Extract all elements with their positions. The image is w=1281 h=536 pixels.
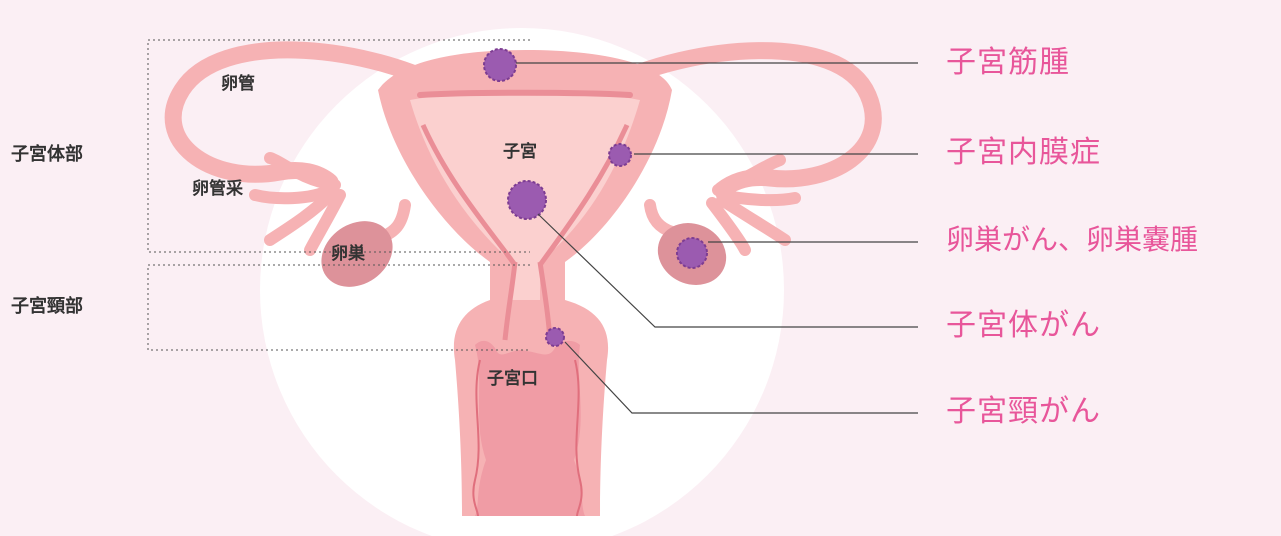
cervix-region-label: 子宮頸部 [11, 298, 83, 316]
endometrial-cancer-label: 子宮体がん [946, 311, 1101, 341]
uterine-body-region-label: 子宮体部 [11, 146, 83, 164]
endometrium-line [420, 93, 630, 95]
ovarian-lesion [677, 238, 707, 268]
ovarian-label: 卵巣がん、卵巣嚢腫 [946, 226, 1198, 254]
endometriosis-label: 子宮内膜症 [946, 138, 1101, 168]
fimbriae-label: 卵管采 [192, 181, 243, 198]
fibroids-label: 子宮筋腫 [946, 48, 1070, 78]
ovary-label: 卵巣 [331, 246, 365, 263]
vaginal-canal [475, 341, 585, 516]
uterus-label: 子宮 [503, 144, 537, 161]
fibroid-lesion [484, 49, 516, 81]
external-os-label: 子宮口 [487, 371, 538, 388]
fallopian-tube-label: 卵管 [221, 76, 255, 93]
cervical-cancer-label: 子宮頸がん [946, 397, 1101, 427]
cervical-cancer-lesion [546, 328, 564, 346]
endometrial-cancer-lesion [508, 181, 546, 219]
endometriosis-lesion [609, 144, 631, 166]
